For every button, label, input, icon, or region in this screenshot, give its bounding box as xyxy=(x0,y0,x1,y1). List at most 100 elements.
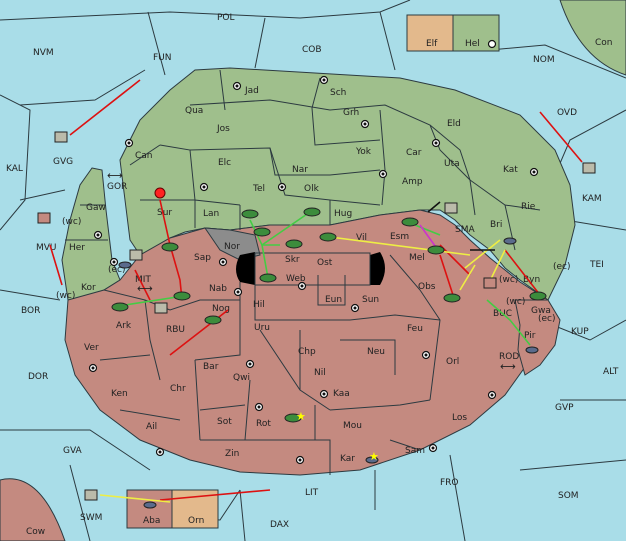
svg-text:Ail: Ail xyxy=(146,422,157,432)
svg-text:Mel: Mel xyxy=(409,253,425,263)
svg-text:Kaa: Kaa xyxy=(333,389,350,399)
svg-text:Hil: Hil xyxy=(253,300,265,310)
fleet-icon xyxy=(154,302,168,314)
army-icon xyxy=(161,242,179,252)
army-icon xyxy=(319,232,337,242)
svg-text:SMA: SMA xyxy=(455,225,475,235)
svg-text:Nil: Nil xyxy=(314,368,326,378)
fleet-icon xyxy=(444,202,458,214)
fleet-icon xyxy=(503,237,517,245)
province-con[interactable] xyxy=(559,0,626,76)
svg-text:Kor: Kor xyxy=(81,283,96,293)
army-icon xyxy=(303,207,321,217)
svg-text:RBU: RBU xyxy=(166,325,185,335)
svg-text:Nog: Nog xyxy=(212,304,230,314)
svg-text:(wc): (wc) xyxy=(499,275,518,285)
coast-labels: (wc) (ec) (wc) (ec) (wc) (ec) (wc) xyxy=(56,217,571,324)
svg-text:OVD: OVD xyxy=(557,108,577,118)
fleet-icon xyxy=(483,277,497,289)
svg-text:Her: Her xyxy=(69,243,85,253)
svg-text:Skr: Skr xyxy=(285,255,300,265)
svg-text:GVA: GVA xyxy=(63,446,83,456)
svg-text:NVM: NVM xyxy=(33,48,54,58)
svg-text:Bri: Bri xyxy=(490,220,502,230)
svg-text:Pir: Pir xyxy=(524,331,536,341)
svg-text:Sur: Sur xyxy=(157,208,172,218)
svg-text:Byn: Byn xyxy=(523,275,540,285)
province-aba[interactable] xyxy=(126,489,173,529)
province-pir[interactable] xyxy=(514,299,561,376)
army-icon xyxy=(173,291,191,301)
svg-text:(wc): (wc) xyxy=(506,297,525,307)
units: ★ ★ xyxy=(37,131,596,509)
svg-text:TEI: TEI xyxy=(589,260,604,270)
svg-text:KUP: KUP xyxy=(571,327,589,337)
svg-text:Olk: Olk xyxy=(304,184,320,194)
svg-text:Tel: Tel xyxy=(252,184,265,194)
svg-text:Car: Car xyxy=(406,148,422,158)
svg-text:MIT: MIT xyxy=(135,275,151,285)
svg-text:Jos: Jos xyxy=(216,124,230,134)
svg-text:Nor: Nor xyxy=(224,242,240,252)
army-icon xyxy=(443,293,461,303)
svg-text:Zin: Zin xyxy=(225,449,239,459)
svg-text:Lan: Lan xyxy=(203,209,219,219)
army-icon xyxy=(204,315,222,325)
army-icon xyxy=(241,209,259,219)
svg-text:(ec): (ec) xyxy=(108,265,126,275)
fleet-icon xyxy=(129,249,143,261)
svg-text:Gaw: Gaw xyxy=(86,203,106,213)
red-interior-borders xyxy=(99,254,441,475)
legend-hel-label: Hel xyxy=(465,39,480,49)
star-icon: ★ xyxy=(369,450,379,463)
svg-text:Orl: Orl xyxy=(446,357,459,367)
star-icon: ★ xyxy=(296,410,306,423)
svg-text:Rie: Rie xyxy=(521,202,536,212)
svg-text:⟷: ⟷ xyxy=(500,360,516,373)
svg-text:Ark: Ark xyxy=(116,321,132,331)
svg-text:FUN: FUN xyxy=(153,53,172,63)
svg-text:GVG: GVG xyxy=(53,157,73,167)
svg-text:Feu: Feu xyxy=(407,324,423,334)
svg-text:NOM: NOM xyxy=(533,55,555,65)
svg-text:POL: POL xyxy=(217,13,235,23)
fleet-icon xyxy=(37,212,51,224)
legend-elf-label: Elf xyxy=(426,39,438,49)
svg-text:FRO: FRO xyxy=(440,478,459,488)
svg-text:ALT: ALT xyxy=(603,367,619,377)
svg-text:Nar: Nar xyxy=(292,165,308,175)
svg-text:SOM: SOM xyxy=(558,491,579,501)
green-interior-borders xyxy=(65,69,541,251)
dislodged-icon xyxy=(154,187,166,199)
svg-text:SWM: SWM xyxy=(80,513,102,523)
svg-text:Grh: Grh xyxy=(343,108,359,118)
label-con: Con xyxy=(595,38,613,48)
svg-text:Neu: Neu xyxy=(367,347,385,357)
province-nor-neutral[interactable] xyxy=(203,227,261,261)
svg-text:Nab: Nab xyxy=(209,284,227,294)
svg-text:KAM: KAM xyxy=(582,194,602,204)
fleet-icon xyxy=(582,162,596,174)
svg-text:COB: COB xyxy=(302,45,322,55)
svg-text:★: ★ xyxy=(296,410,306,423)
svg-text:Los: Los xyxy=(452,413,467,423)
svg-text:Amp: Amp xyxy=(402,177,423,187)
svg-text:⟷: ⟷ xyxy=(107,169,123,182)
supply-centers xyxy=(88,75,539,465)
svg-text:BOR: BOR xyxy=(21,306,40,316)
svg-text:Ken: Ken xyxy=(111,389,128,399)
svg-text:GOR: GOR xyxy=(107,182,127,192)
svg-text:(wc): (wc) xyxy=(56,291,75,301)
svg-text:Gwa: Gwa xyxy=(531,306,551,316)
fleet-icon xyxy=(118,261,132,269)
army-icon xyxy=(285,239,303,249)
svg-text:Qua: Qua xyxy=(185,106,203,116)
svg-text:Kar: Kar xyxy=(340,454,355,464)
svg-text:DAX: DAX xyxy=(270,520,289,530)
svg-text:LIT: LIT xyxy=(305,488,319,498)
fleet-icon xyxy=(525,346,539,354)
svg-text:Ost: Ost xyxy=(317,258,333,268)
label-orn: Orn xyxy=(188,516,204,526)
svg-text:DOR: DOR xyxy=(28,372,48,382)
